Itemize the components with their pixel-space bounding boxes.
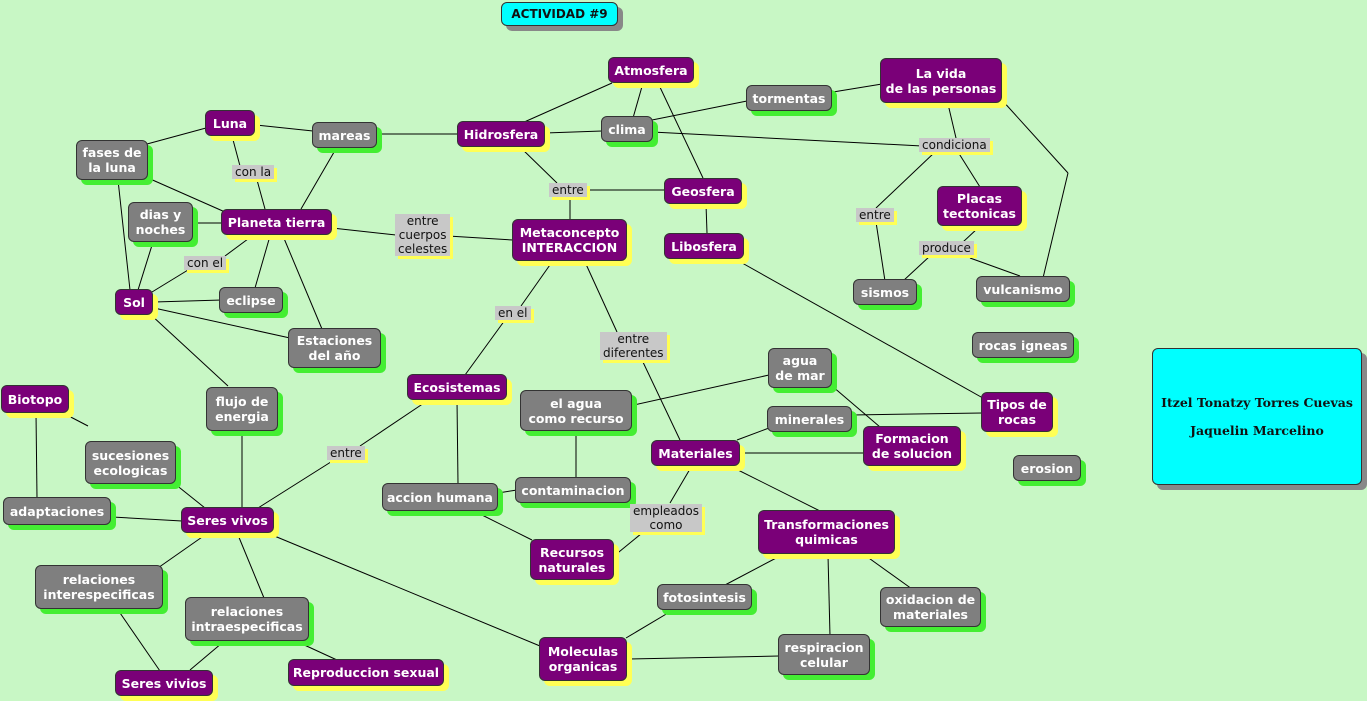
diagram-title: ACTIVIDAD #9 [501,2,618,26]
node-seres-vivos[interactable]: Seres vivos [181,507,274,533]
node-planeta-tierra[interactable]: Planeta tierra [221,209,332,235]
node-clima[interactable]: clima [601,116,653,142]
node-libosfera[interactable]: Libosfera [664,233,744,259]
link-label-entre-seres-vivos: entre [327,446,365,460]
node-tormentas[interactable]: tormentas [746,85,832,111]
link-label-produce: produce [919,241,974,255]
link-label-entre-cuerpos-celestes: entre cuerpos celestes [395,214,451,256]
node-rocas-igneas[interactable]: rocas igneas [972,332,1074,358]
node-agua-de-mar[interactable]: agua de mar [768,348,832,388]
node-flujo-de-energia[interactable]: flujo de energia [206,387,278,431]
node-respiracion-celular[interactable]: respiracion celular [778,634,870,675]
node-accion-humana[interactable]: accion humana [382,483,498,511]
node-geosfera[interactable]: Geosfera [664,178,742,204]
node-ecosistemas[interactable]: Ecosistemas [407,374,507,400]
node-dias-y-noches[interactable]: dias y noches [128,202,193,242]
node-seres-vivios[interactable]: Seres vivios [115,670,213,696]
authors-box: Itzel Tonatzy Torres Cuevas Jaquelin Mar… [1152,348,1362,485]
node-hidrosfera[interactable]: Hidrosfera [457,121,545,147]
node-mareas[interactable]: mareas [312,122,377,148]
link-label-en-el: en el [495,306,531,320]
node-contaminacion[interactable]: contaminacion [515,477,631,503]
node-erosion[interactable]: erosion [1013,455,1081,481]
node-luna[interactable]: Luna [205,110,255,136]
node-la-vida-de-las-personas[interactable]: La vida de las personas [880,58,1002,103]
node-adaptaciones[interactable]: adaptaciones [3,497,111,525]
node-relaciones-intraespecificas[interactable]: relaciones intraespecificas [185,597,309,641]
node-vulcanismo[interactable]: vulcanismo [976,276,1070,302]
link-label-empleados-como: empleados como [630,504,702,532]
node-materiales[interactable]: Materiales [651,440,740,466]
node-sol[interactable]: Sol [115,289,153,315]
node-reproduccion-sexual[interactable]: Reproduccion sexual [288,659,444,686]
link-label-con-la: con la [232,165,275,179]
node-formacion-de-solucion[interactable]: Formacion de solucion [863,426,961,466]
node-metaconcepto-interaccion[interactable]: Metaconcepto INTERACCION [512,219,627,261]
node-biotopo[interactable]: Biotopo [1,385,69,413]
node-minerales[interactable]: minerales [767,406,852,432]
node-atmosfera[interactable]: Atmosfera [608,57,694,83]
node-fotosintesis[interactable]: fotosintesis [657,584,752,610]
node-recursos-naturales[interactable]: Recursos naturales [530,539,614,580]
link-label-entre-hidrosfera: entre [549,183,587,197]
node-eclipse[interactable]: eclipse [219,287,283,313]
node-relaciones-interespecificas[interactable]: relaciones interespecificas [35,565,163,609]
node-sismos[interactable]: sismos [853,279,917,305]
node-tipos-de-rocas[interactable]: Tipos de rocas [981,392,1053,432]
node-transformaciones-quimicas[interactable]: Transformaciones quimicas [758,510,895,554]
node-estaciones-del-ano[interactable]: Estaciones del año [288,328,381,368]
node-moleculas-organicas[interactable]: Moleculas organicas [539,637,627,681]
node-sucesiones-ecologicas[interactable]: sucesiones ecologicas [85,441,176,484]
node-placas-tectonicas[interactable]: Placas tectonicas [937,186,1022,226]
link-label-condiciona: condiciona [919,138,990,152]
link-label-entre-diferentes: entre diferentes [600,332,667,360]
link-label-con-el: con el [184,256,227,270]
node-el-agua-como-recurso[interactable]: el agua como recurso [520,390,632,431]
node-fases-de-la-luna[interactable]: fases de la luna [76,140,148,180]
node-oxidacion-de-materiales[interactable]: oxidacion de materiales [880,587,981,627]
link-label-entre-sismos: entre [856,208,894,222]
